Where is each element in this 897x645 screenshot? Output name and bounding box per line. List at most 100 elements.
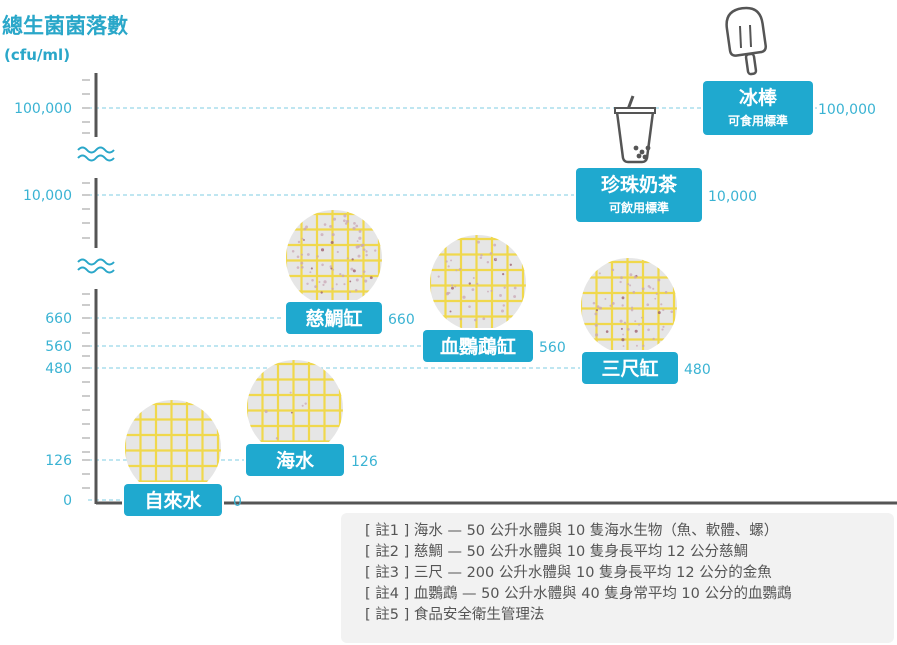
popsicle-line [739, 25, 742, 49]
colony-dot [289, 391, 292, 394]
break-wave [77, 258, 115, 266]
colony-dot [642, 344, 645, 347]
colony-dot [336, 250, 339, 254]
colony-dot [634, 329, 638, 333]
petri-dish [125, 400, 221, 496]
colony-dot [358, 236, 362, 240]
colony-dot [592, 301, 596, 305]
colony-dot [300, 261, 304, 265]
colony-dot [626, 327, 630, 331]
colony-dot [662, 308, 665, 312]
colony-dot [357, 254, 361, 258]
colony-dot [472, 276, 475, 279]
point-badge [124, 484, 222, 516]
colony-dot [358, 229, 362, 233]
colony-dot [349, 291, 351, 294]
colony-dot [494, 257, 498, 261]
note-2: [ 註2 ] 慈鯛 — 50 公升水體與 10 隻身長平均 12 公分慈鯛 [365, 544, 748, 560]
colony-dot [331, 287, 334, 290]
colony-dot [595, 333, 599, 337]
y-tick-label: 100,000 [14, 101, 72, 117]
colony-dot [622, 333, 625, 336]
colony-dot [351, 258, 354, 261]
point-value-label: 480 [684, 362, 711, 378]
note-3: [ 註3 ] 三尺 — 200 公升水體與 10 隻身長平均 12 公分的金魚 [365, 565, 772, 581]
point-value-label: 10,000 [708, 189, 757, 205]
colony-dot [657, 311, 661, 315]
colony-dot [493, 243, 497, 247]
colony-dot [635, 344, 638, 347]
colony-dot [477, 240, 480, 244]
colony-dot [502, 304, 506, 307]
colony-dot [297, 240, 301, 244]
colony-dot [502, 272, 505, 276]
colony-dot [301, 265, 304, 269]
colony-dot [449, 310, 452, 313]
colony-dot [503, 286, 506, 289]
colony-dot [316, 255, 319, 258]
colony-dot [360, 275, 363, 278]
colony-dot [335, 283, 338, 286]
axes [82, 73, 897, 505]
colony-dot [670, 310, 674, 314]
break-wave [77, 146, 115, 154]
colony-dot [310, 267, 313, 270]
colony-dot [598, 272, 601, 275]
y-tick-label: 560 [45, 339, 72, 355]
colony-dot [346, 257, 349, 260]
colony-dot [487, 290, 489, 293]
colony-dot [660, 303, 663, 306]
point-badge [582, 352, 678, 384]
colony-dot [309, 271, 312, 274]
colony-dot [489, 252, 493, 255]
colony-dot [509, 263, 512, 266]
colony-dot [455, 269, 458, 272]
colony-dot [320, 291, 323, 294]
colony-dot [343, 214, 347, 218]
colony-dot [471, 288, 475, 292]
colony-dot [350, 267, 354, 271]
pearl [633, 145, 639, 151]
colony-dot [362, 248, 366, 252]
colony-dot [339, 273, 342, 276]
colony-dot [356, 240, 359, 243]
colony-dot [474, 318, 477, 322]
colony-dot [621, 338, 625, 342]
pearl [642, 154, 648, 160]
point-value-label: 126 [351, 454, 378, 470]
colony-dot [621, 296, 625, 300]
colony-dot [468, 305, 471, 308]
colony-dot [303, 239, 305, 241]
colony-dot [301, 404, 304, 407]
point-label: 自來水 [144, 489, 202, 512]
colony-dot [594, 323, 598, 327]
point-label: 血鸚鵡缸 [440, 335, 516, 358]
notes-box: [ 註1 ] 海水 — 50 公升水體與 10 隻海水生物（魚、軟體、螺） [ … [341, 513, 894, 643]
popsicle-line [749, 24, 752, 48]
point-value-label: 0 [233, 494, 242, 510]
colony-dot [631, 306, 634, 309]
colony-dot [500, 309, 505, 313]
colony-dot [446, 291, 450, 295]
colony-dot [451, 284, 454, 287]
colony-dot [318, 281, 321, 284]
colony-dot [513, 295, 517, 298]
y-axis-unit: (cfu/ml) [4, 46, 71, 64]
popsicle-body [725, 6, 767, 57]
axis-break-icon [77, 258, 115, 274]
bubble-tea-icon [614, 95, 656, 164]
colony-dot [630, 308, 634, 312]
colony-dot [332, 268, 335, 271]
colony-dot [365, 253, 368, 257]
colony-dot [357, 245, 361, 248]
petri-plate [581, 258, 677, 354]
colony-dot [447, 265, 450, 268]
colony-dot [605, 330, 609, 333]
break-wave [77, 154, 115, 162]
colony-dot [320, 248, 325, 252]
point-label: 珍珠奶茶 [601, 173, 678, 196]
